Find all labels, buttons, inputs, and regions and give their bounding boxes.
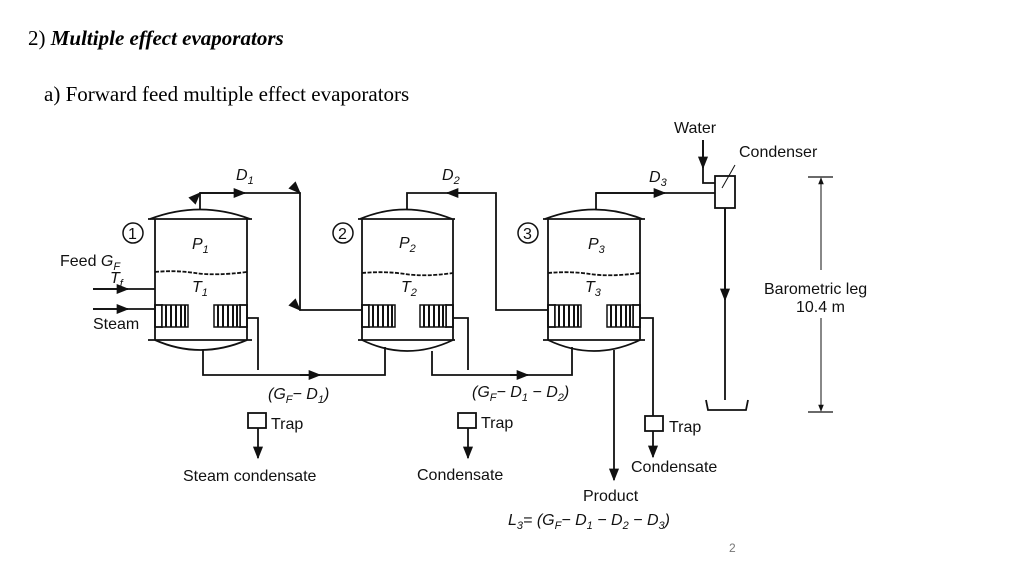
- trap-label-1: Trap: [271, 416, 303, 433]
- vapor-label-2: D2: [442, 167, 460, 187]
- condenser: [714, 175, 736, 209]
- temp-label-3: T3: [585, 279, 602, 299]
- section-heading: 2) Multiple effect evaporators: [28, 26, 284, 51]
- evaporator-2: [358, 208, 455, 352]
- vapor-line-d3: [595, 192, 716, 209]
- heating-coil: [368, 304, 396, 328]
- pressure-label-1: P1: [192, 236, 209, 256]
- heating-coil: [213, 304, 241, 328]
- vapor-label-1: D1: [236, 167, 254, 187]
- outlet-condensate-2: Condensate: [417, 467, 503, 484]
- steam-label: Steam: [93, 316, 139, 333]
- temp-label-2: T2: [401, 279, 417, 299]
- feed-label: Feed GF: [60, 253, 121, 273]
- effect-number-2: 2: [338, 226, 347, 243]
- liquor-line-2-3: [431, 347, 573, 376]
- effect-number-1: 1: [128, 226, 137, 243]
- product-label: Product: [583, 488, 639, 505]
- section-title: Multiple effect evaporators: [50, 26, 284, 50]
- vapor-line-d1: [188, 181, 362, 311]
- vapor-line-d2: [406, 192, 548, 311]
- barometric-leg-label: Barometric leg: [764, 281, 867, 298]
- subsection-heading: a) Forward feed multiple effect evaporat…: [44, 82, 410, 106]
- outlet-steam-condensate: Steam condensate: [183, 468, 317, 485]
- heating-coil: [419, 304, 447, 328]
- heating-coil: [161, 304, 189, 328]
- water-label: Water: [674, 120, 717, 137]
- heating-coil: [554, 304, 582, 328]
- condenser-label: Condenser: [739, 144, 818, 161]
- pressure-label-2: P2: [399, 235, 416, 255]
- barometric-leg-value: 10.4 m: [796, 299, 845, 316]
- page-number: 2: [729, 541, 736, 555]
- trap-label-2: Trap: [481, 415, 513, 432]
- outlet-condensate-3: Condensate: [631, 459, 717, 476]
- effect-number-3: 3: [523, 226, 532, 243]
- evaporator-3: [543, 208, 645, 352]
- liquor-line-1-2: [202, 347, 386, 376]
- temp-label-1: T1: [192, 279, 208, 299]
- product-formula: L3= (GF− D1 − D2 − D3): [508, 512, 670, 532]
- hot-well: [705, 399, 749, 411]
- section-number: 2): [28, 26, 46, 50]
- heating-coil: [606, 304, 634, 328]
- feed-temp-label: Tf: [110, 270, 124, 290]
- flow-label-2-3: (GF− D1 − D2): [472, 384, 569, 404]
- trap-label-3: Trap: [669, 419, 701, 436]
- pressure-label-3: P3: [588, 236, 606, 256]
- vapor-label-3: D3: [649, 169, 668, 189]
- flow-label-1-2: (GF− D1): [268, 386, 329, 406]
